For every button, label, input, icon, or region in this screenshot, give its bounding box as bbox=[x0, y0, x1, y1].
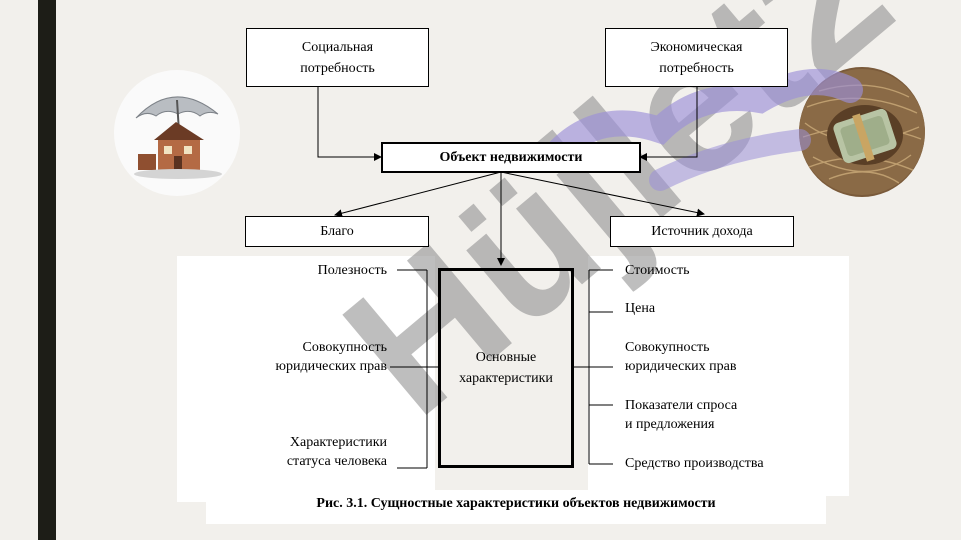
left-item-legal-rights: Совокупность юридических прав bbox=[275, 340, 388, 374]
house-umbrella-photo bbox=[114, 70, 240, 196]
side-bar bbox=[38, 0, 56, 540]
social-need-box: Социальная потребность bbox=[246, 28, 429, 87]
economic-need-box: Экономическая потребность bbox=[605, 28, 788, 87]
right-item-legal-rights: Совокупность юридических прав bbox=[625, 340, 737, 374]
figure-caption: Рис. 3.1. Сущностные характеристики объе… bbox=[316, 496, 716, 511]
left-panel bbox=[177, 256, 435, 502]
left-item-status: Характеристики статуса человека bbox=[286, 435, 387, 469]
income-source-label: Источник дохода bbox=[651, 224, 753, 239]
core-characteristics-label: Основные характеристики bbox=[459, 350, 553, 386]
real-estate-object-box: Объект недвижимости bbox=[381, 142, 641, 173]
arrow-economic-to-object bbox=[639, 87, 698, 161]
right-item-means-of-production: Средство производства bbox=[625, 456, 764, 471]
left-item-usefulness: Полезность bbox=[317, 263, 387, 278]
income-source-box: Источник дохода bbox=[610, 216, 794, 247]
real-estate-object-label: Объект недвижимости bbox=[439, 150, 583, 165]
right-panel bbox=[588, 256, 849, 496]
right-item-value: Стоимость bbox=[625, 263, 690, 278]
benefit-label: Благо bbox=[320, 224, 354, 239]
arrow-object-to-benefit bbox=[334, 171, 502, 218]
economic-need-label: Экономическая потребность bbox=[650, 39, 743, 76]
arrow-social-to-object bbox=[317, 87, 382, 161]
benefit-box: Благо bbox=[245, 216, 429, 247]
right-item-supply-demand: Показатели спроса и предложения bbox=[625, 398, 738, 432]
caption-panel bbox=[206, 490, 826, 524]
arrow-object-to-income bbox=[500, 171, 705, 217]
core-characteristics-box: Основные характеристики bbox=[438, 268, 574, 468]
right-item-price: Цена bbox=[625, 301, 656, 316]
social-need-label: Социальная потребность bbox=[300, 39, 375, 76]
